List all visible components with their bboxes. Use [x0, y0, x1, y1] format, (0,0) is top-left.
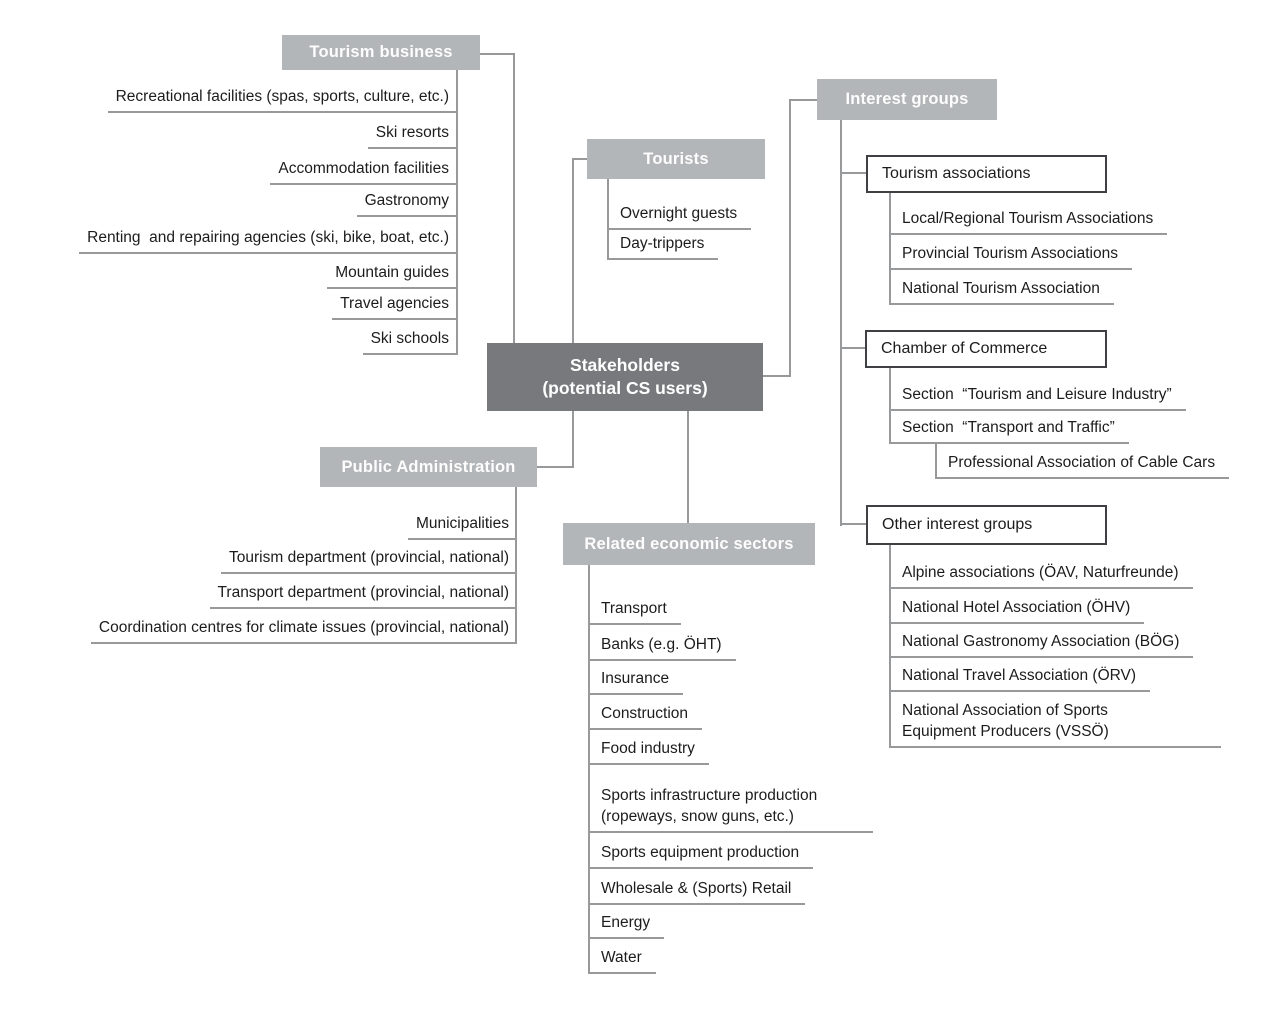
tourism-associations-item: National Tourism Association	[890, 278, 1114, 305]
related-economic-sectors-item: Water	[589, 947, 656, 974]
tourism-business-item: Gastronomy	[356, 190, 457, 217]
connector-line	[889, 368, 891, 444]
tourists-item: Overnight guests	[608, 203, 752, 230]
related-economic-sectors-item: Sports equipment production	[589, 842, 814, 869]
tourism-business-item: Recreational facilities (spas, sports, c…	[107, 86, 457, 113]
connector-line	[513, 53, 515, 343]
tourists-item: Day-trippers	[608, 233, 719, 260]
tourism-business-item: Renting and repairing agencies (ski, bik…	[79, 227, 457, 254]
related-economic-sectors-item: Sports infrastructure production (ropewa…	[589, 785, 873, 833]
connector-line	[687, 411, 689, 523]
chamber-of-commerce-nested-item: Professional Association of Cable Cars	[936, 452, 1230, 479]
related-economic-sectors-item: Food industry	[589, 738, 709, 765]
public-administration-item: Municipalities	[407, 513, 517, 540]
connector-line	[789, 99, 791, 377]
connector-line	[840, 120, 842, 526]
group-header-tourism-business: Tourism business	[282, 35, 480, 70]
root-node-stakeholders: Stakeholders (potential CS users)	[487, 343, 763, 411]
related-economic-sectors-item: Insurance	[589, 668, 684, 695]
connector-line	[537, 466, 574, 468]
tourism-business-item: Mountain guides	[327, 262, 457, 289]
tourism-business-item: Ski schools	[362, 328, 457, 355]
connector-line	[840, 523, 866, 525]
related-economic-sectors-item: Energy	[589, 912, 665, 939]
group-header-related-economic-sectors: Related economic sectors	[563, 523, 815, 565]
connector-line	[763, 375, 791, 377]
group-header-interest-groups: Interest groups	[817, 79, 997, 120]
other-interest-groups-item: National Gastronomy Association (BÖG)	[890, 631, 1194, 658]
chamber-of-commerce-item: Section “Tourism and Leisure Industry”	[890, 384, 1186, 411]
group-header-tourists: Tourists	[587, 139, 765, 179]
connector-line	[480, 53, 515, 55]
tourism-business-item: Accommodation facilities	[270, 158, 457, 185]
public-administration-item: Transport department (provincial, nation…	[209, 582, 517, 609]
tourism-business-item: Ski resorts	[367, 122, 457, 149]
connector-line	[572, 158, 574, 343]
connector-line	[840, 347, 866, 349]
subgroup-box-tourism-associations: Tourism associations	[866, 155, 1107, 193]
public-administration-item: Coordination centres for climate issues …	[90, 617, 517, 644]
connector-line	[456, 70, 458, 355]
connector-line	[889, 193, 891, 305]
chamber-of-commerce-item: Section “Transport and Traffic”	[890, 417, 1129, 444]
tourism-business-item: Travel agencies	[332, 293, 457, 320]
connector-line	[840, 172, 866, 174]
related-economic-sectors-item: Banks (e.g. ÖHT)	[589, 634, 736, 661]
related-economic-sectors-item: Construction	[589, 703, 703, 730]
tourism-associations-item: Provincial Tourism Associations	[890, 243, 1132, 270]
subgroup-box-chamber-of-commerce: Chamber of Commerce	[865, 330, 1107, 368]
related-economic-sectors-item: Wholesale & (Sports) Retail	[589, 878, 806, 905]
connector-line	[789, 99, 817, 101]
related-economic-sectors-item: Transport	[589, 598, 681, 625]
connector-line	[607, 179, 609, 260]
connector-line	[515, 487, 517, 644]
connector-line	[889, 545, 891, 748]
other-interest-groups-item: National Association of Sports Equipment…	[890, 700, 1221, 748]
connector-line	[573, 158, 589, 160]
other-interest-groups-item: Alpine associations (ÖAV, Naturfreunde)	[890, 562, 1193, 589]
connector-line	[935, 443, 937, 479]
group-header-public-administration: Public Administration	[320, 447, 537, 487]
other-interest-groups-item: National Travel Association (ÖRV)	[890, 665, 1151, 692]
connector-line	[572, 411, 574, 468]
subgroup-box-other-interest-groups: Other interest groups	[866, 505, 1107, 545]
other-interest-groups-item: National Hotel Association (ÖHV)	[890, 597, 1145, 624]
public-administration-item: Tourism department (provincial, national…	[221, 547, 517, 574]
tourism-associations-item: Local/Regional Tourism Associations	[890, 208, 1168, 235]
connector-line	[588, 565, 590, 974]
